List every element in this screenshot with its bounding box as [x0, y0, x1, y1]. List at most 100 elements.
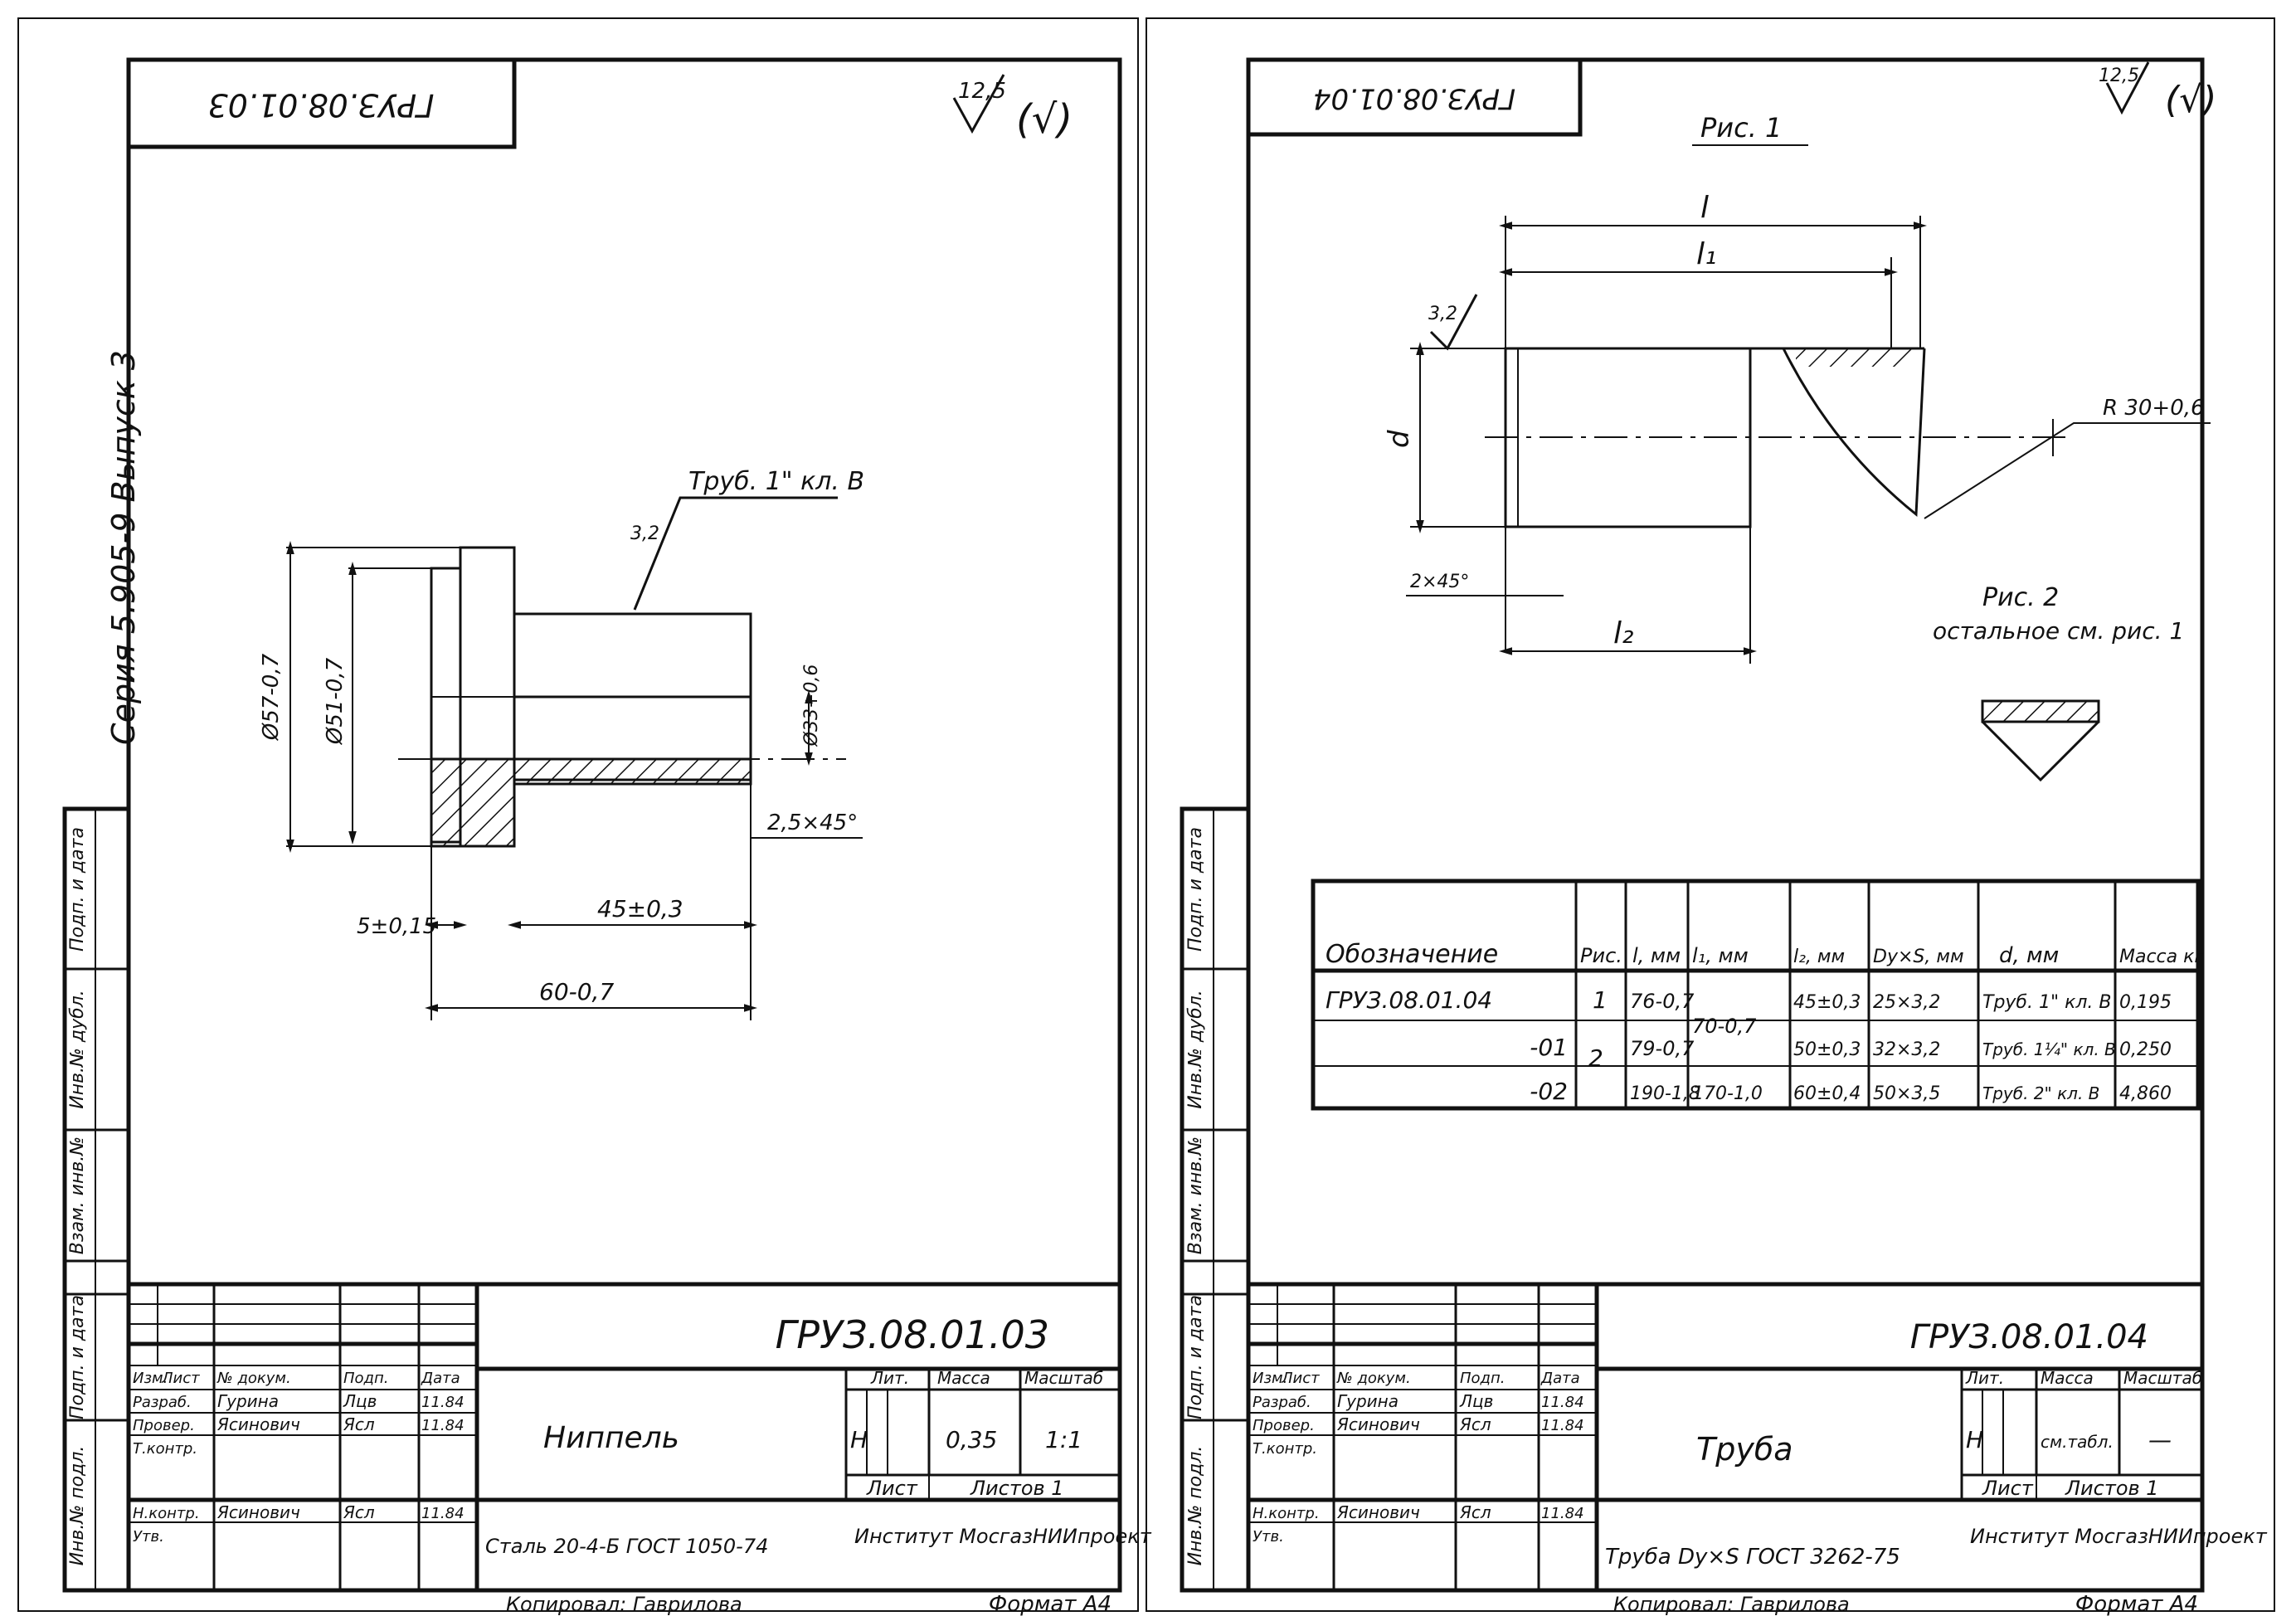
right-format: Формат А4: [2075, 1592, 2198, 1617]
fig2-note: остальное см. рис. 1: [1933, 617, 2184, 645]
right-side-strip: Инв.№ подл. Подп. и дата Взам. инв.№ Инв…: [1180, 806, 1251, 1593]
svg-text:Провер.: Провер.: [1253, 1417, 1315, 1434]
svg-text:190-1,8: 190-1,8: [1630, 1083, 1700, 1104]
fig1-label: Рис. 1: [1700, 112, 1782, 144]
svg-text:Институт МосгазНИИпроект: Институт МосгазНИИпроект: [1970, 1525, 2268, 1548]
svg-text:60±0,4: 60±0,4: [1793, 1083, 1861, 1104]
left-code-box: [126, 57, 517, 149]
svg-text:Н: Н: [1966, 1426, 1983, 1453]
svg-text:11.84: 11.84: [421, 1394, 465, 1411]
left-roughness-icon: 12,5 (√): [952, 74, 1073, 143]
svg-text:2,5×45°: 2,5×45°: [767, 810, 858, 835]
svg-text:Н: Н: [850, 1426, 868, 1453]
svg-text:—: —: [2148, 1426, 2172, 1453]
svg-text:25×3,2: 25×3,2: [1873, 992, 1940, 1013]
svg-text:3,2: 3,2: [630, 523, 659, 544]
svg-text:l₁: l₁: [1696, 237, 1716, 271]
left-title-block: ГРУЗ.08.01.03 Ниппель Сталь 20-4-Б ГОСТ …: [126, 1282, 1152, 1617]
left-designation: ГРУЗ.08.01.03: [776, 1312, 1049, 1357]
svg-text:0,195: 0,195: [2119, 992, 2172, 1013]
svg-text:Подп.: Подп.: [1460, 1370, 1505, 1387]
svg-text:Изм.: Изм.: [1253, 1370, 1287, 1387]
left-side-strip: Инв.№ подл. Подп. и дата Взам. инв.№ Инв…: [62, 806, 131, 1593]
svg-text:Труб. 1¼" кл. В: Труб. 1¼" кл. В: [1982, 1039, 2116, 1059]
svg-text:Ясл: Ясл: [343, 1502, 375, 1522]
svg-text:Листов 1: Листов 1: [970, 1477, 1064, 1500]
svg-text:Взам. инв.№: Взам. инв.№: [1185, 1137, 1206, 1254]
svg-text:Институт МосгазНИИпроект: Институт МосгазНИИпроект: [854, 1525, 1152, 1548]
right-code-box: [1246, 57, 1583, 137]
svg-text:R 30+0,6: R 30+0,6: [2103, 396, 2205, 421]
right-signature-rows: Изм. Лист № докум. Подп. Дата Разраб. Гу…: [1253, 1370, 1584, 1546]
svg-text:Рис.: Рис.: [1580, 944, 1622, 967]
svg-text:Масштаб: Масштаб: [2123, 1368, 2202, 1388]
svg-text:Масса: Масса: [937, 1368, 990, 1388]
svg-text:12,5: 12,5: [958, 79, 1006, 104]
svg-text:Н.контр.: Н.контр.: [1253, 1505, 1320, 1522]
svg-text:-01: -01: [1530, 1034, 1568, 1061]
svg-text:Лит.: Лит.: [1965, 1368, 2004, 1388]
left-code-text: ГРУЗ.08.01.03: [208, 87, 435, 124]
svg-text:11.84: 11.84: [1541, 1394, 1584, 1411]
svg-text:Дата: Дата: [1540, 1370, 1580, 1387]
svg-text:d, мм: d, мм: [1999, 943, 2059, 968]
svg-text:11.84: 11.84: [421, 1505, 465, 1522]
left-material: Сталь 20-4-Б ГОСТ 1050-74: [485, 1535, 768, 1558]
svg-text:d: d: [1383, 430, 1416, 448]
svg-text:Лист: Лист: [161, 1370, 200, 1387]
svg-text:Труб. 2" кл. В: Труб. 2" кл. В: [1982, 1083, 2099, 1103]
svg-text:70-0,7: 70-0,7: [1692, 1015, 1757, 1038]
right-designation: ГРУЗ.08.01.04: [1910, 1318, 2148, 1356]
svg-text:Ясинович: Ясинович: [1336, 1502, 1420, 1522]
right-roughness-icon: 12,5 (√): [2099, 61, 2216, 121]
pipe-figure-1: Рис. 1 l l₁ d 3,2: [1383, 112, 2211, 664]
svg-text:Ясинович: Ясинович: [216, 1502, 300, 1522]
svg-text:Разраб.: Разраб.: [1253, 1394, 1311, 1411]
svg-text:0,35: 0,35: [946, 1426, 997, 1453]
svg-text:Т.контр.: Т.контр.: [1253, 1440, 1317, 1458]
left-copied: Копировал: Гаврилова: [506, 1593, 742, 1616]
svg-text:Т.контр.: Т.контр.: [133, 1440, 197, 1458]
left-signature-rows: Изм. Лист № докум. Подп. Дата Разраб. Гу…: [133, 1370, 465, 1546]
pipe-figure-2: Рис. 2 остальное см. рис. 1: [1933, 583, 2184, 782]
right-title-block: ГРУЗ.08.01.04 Труба Труба Dy×S ГОСТ 3262…: [1246, 1282, 2268, 1617]
svg-text:Лцв: Лцв: [1459, 1391, 1493, 1411]
svg-text:Инв.№ подл.: Инв.№ подл.: [1185, 1446, 1206, 1566]
svg-text:Ясл: Ясл: [343, 1414, 375, 1434]
right-main-frame: [1246, 57, 2205, 1593]
right-copied: Копировал: Гаврилова: [1613, 1593, 1850, 1616]
svg-text:Лист: Лист: [1982, 1477, 2034, 1500]
svg-text:0,250: 0,250: [2119, 1039, 2172, 1060]
svg-text:см.табл.: см.табл.: [2041, 1432, 2114, 1452]
svg-text:l: l: [1700, 191, 1709, 225]
svg-text:№ докум.: № докум.: [1336, 1370, 1411, 1387]
svg-text:45±0,3: 45±0,3: [1793, 992, 1861, 1013]
svg-text:4,860: 4,860: [2119, 1083, 2172, 1104]
svg-text:№ докум.: № докум.: [216, 1370, 291, 1387]
svg-text:l₂: l₂: [1613, 616, 1633, 650]
svg-text:Масса кг: Масса кг: [2119, 947, 2204, 967]
svg-text:11.84: 11.84: [1541, 1505, 1584, 1522]
svg-text:2×45°: 2×45°: [1410, 572, 1469, 592]
svg-text:Подп. и дата: Подп. и дата: [1185, 1295, 1206, 1419]
svg-text:Гурина: Гурина: [217, 1391, 279, 1411]
svg-text:Изм.: Изм.: [133, 1370, 168, 1387]
svg-text:l₁, мм: l₁, мм: [1692, 944, 1749, 967]
svg-text:11.84: 11.84: [421, 1417, 465, 1434]
svg-text:45±0,3: 45±0,3: [597, 895, 683, 922]
right-material: Труба Dy×S ГОСТ 3262-75: [1605, 1545, 1900, 1570]
svg-text:Утв.: Утв.: [1253, 1528, 1284, 1546]
left-format: Формат А4: [989, 1592, 1112, 1617]
svg-text:Инв.№ дубл.: Инв.№ дубл.: [67, 990, 88, 1109]
svg-text:Масса: Масса: [2041, 1368, 2094, 1388]
svg-text:Лит.: Лит.: [870, 1368, 909, 1388]
svg-text:Утв.: Утв.: [133, 1528, 164, 1546]
left-sheet: ГРУЗ.08.01.03 12,5 (√) Серия 5.905-9 Вып…: [17, 17, 1152, 1617]
svg-text:Лист: Лист: [866, 1477, 918, 1500]
svg-text:Н.контр.: Н.контр.: [133, 1505, 200, 1522]
parameters-table: Обозначение Рис. l, мм l₁, мм l₂, мм Dy×…: [1311, 879, 2204, 1111]
svg-text:12,5: 12,5: [2099, 66, 2139, 86]
svg-text:2: 2: [1588, 1044, 1603, 1072]
svg-text:1:1: 1:1: [1045, 1426, 1082, 1453]
